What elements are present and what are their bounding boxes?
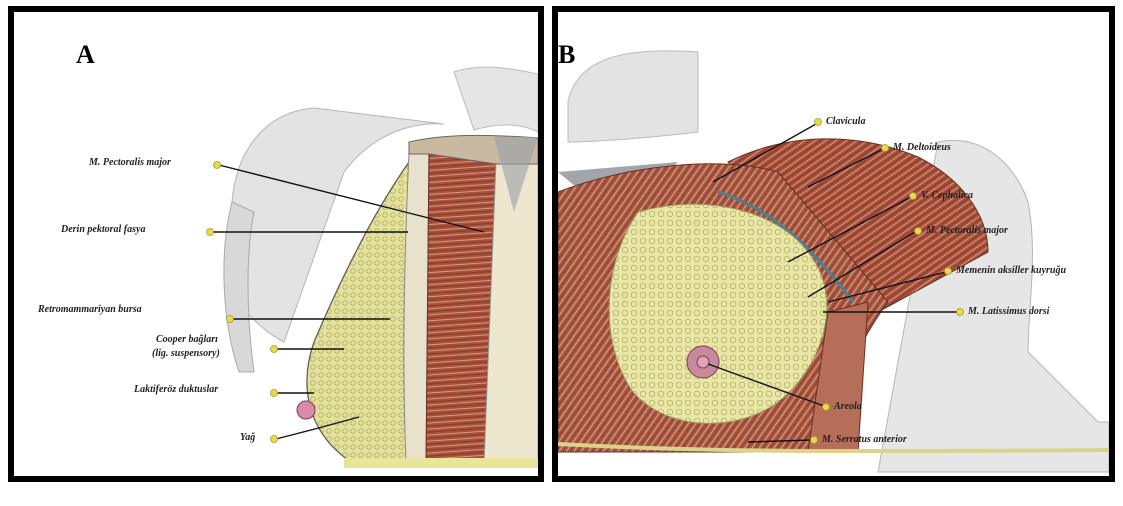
deep-fascia xyxy=(404,152,429,464)
label-pectoralis-major: M. Pectoralis major xyxy=(89,157,171,168)
pin xyxy=(271,390,278,397)
label-deltoideus: M. Deltoideus xyxy=(893,142,951,153)
label-cooper-ligaments: Cooper bağları xyxy=(156,334,218,345)
pin xyxy=(945,268,952,275)
base-band xyxy=(344,458,538,468)
pin xyxy=(910,193,917,200)
panel-b: B Clavicula M. Deltoideus V. Cephalica M… xyxy=(552,6,1115,482)
pin xyxy=(227,316,234,323)
panel-a: A M. Pectoralis major Derin pektoral fas… xyxy=(8,6,544,482)
label-areola: Areola xyxy=(834,401,862,412)
label-lactiferous-ducts: Laktiferöz duktuslar xyxy=(134,384,218,395)
pin xyxy=(271,436,278,443)
pin xyxy=(815,119,822,126)
label-pectoralis-major-b: M. Pectoralis major xyxy=(926,225,1008,236)
neck-skin xyxy=(568,51,698,142)
label-retromammary-bursa: Retromammariyan bursa xyxy=(38,304,142,315)
label-axillary-tail: Memenin aksiller kuyruğu xyxy=(956,265,1066,276)
pin xyxy=(957,309,964,316)
nipple xyxy=(697,356,709,368)
pin xyxy=(823,404,830,411)
label-lig-suspensory: (lig. suspensory) xyxy=(152,348,220,359)
pin xyxy=(207,229,214,236)
label-clavicula: Clavicula xyxy=(826,116,865,127)
pin xyxy=(811,437,818,444)
nipple xyxy=(297,401,315,419)
pin xyxy=(214,162,221,169)
label-serratus-anterior: M. Serratus anterior xyxy=(822,434,907,445)
pin xyxy=(271,346,278,353)
label-cephalica: V. Cephalica xyxy=(921,190,973,201)
panel-a-illustration xyxy=(14,12,538,476)
pin xyxy=(915,228,922,235)
label-fat: Yağ xyxy=(240,432,255,443)
label-deep-fascia: Derin pektoral fasya xyxy=(61,224,145,235)
pin xyxy=(882,145,889,152)
neck-skin xyxy=(454,67,538,132)
label-latissimus-dorsi: M. Latissimus dorsi xyxy=(968,306,1049,317)
panel-b-letter: B xyxy=(558,40,575,70)
panel-a-letter: A xyxy=(76,40,95,70)
